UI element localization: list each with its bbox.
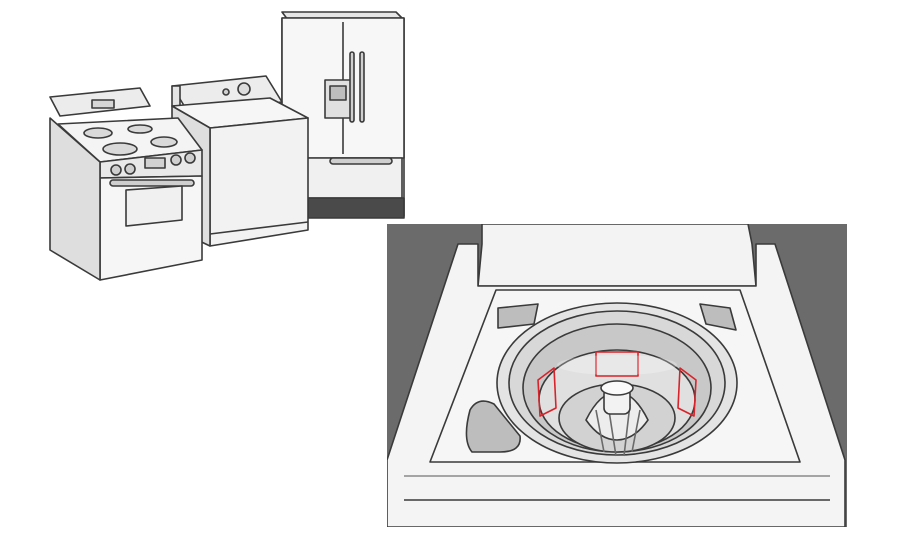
right-door-handle [359,51,365,123]
highlight-left [537,367,557,417]
washer-inset [387,224,847,527]
clock-display [91,99,115,109]
burner-back-left [83,127,113,139]
oven-handle [109,179,195,187]
highlight-back [595,351,639,377]
knob-3 [170,154,182,166]
dispenser-front-left [465,400,521,453]
washer-dial [237,82,251,96]
dispenser-right-top [699,303,737,331]
knob-2 [124,163,136,175]
knob-1 [110,164,122,176]
burner-back-right [127,124,153,134]
keypad [144,157,166,169]
range-stove [49,87,203,281]
burner-front-right [150,136,178,148]
knob-4 [184,152,196,164]
left-door-handle [349,51,355,123]
oven-window [125,185,183,227]
burner-front-left [102,142,138,156]
highlight-right [677,367,697,417]
refrigerator-base [307,197,405,219]
freezer-handle [329,157,393,165]
open-lid [477,224,757,287]
agitator-cap [600,380,634,396]
dispenser-left-top [497,303,539,329]
